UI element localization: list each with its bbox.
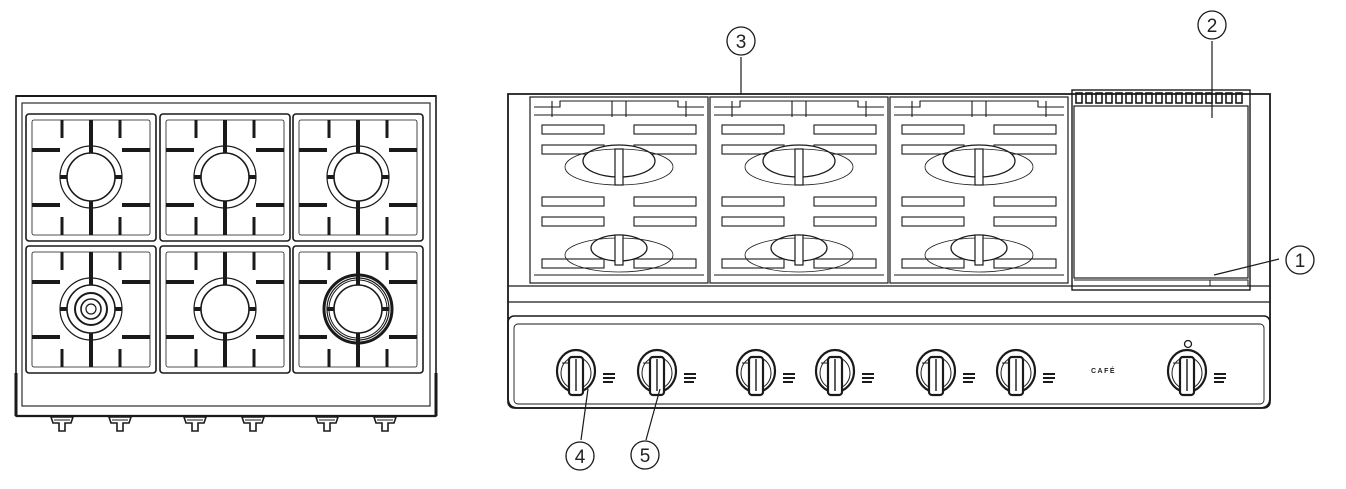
grate-bottom-right — [291, 244, 425, 375]
callout-3: 3 — [726, 26, 756, 94]
power-burner — [322, 273, 394, 345]
griddle-tooth — [1135, 92, 1143, 104]
griddle-tooth — [1095, 92, 1103, 104]
control-knob[interactable] — [636, 348, 698, 397]
griddle-indicator-light — [1183, 339, 1193, 349]
cooktop-front-view: CAFÉ — [507, 89, 1271, 409]
brand-logo: CAFÉ — [1091, 366, 1116, 375]
callout-number: 3 — [736, 32, 747, 53]
callout-number: 4 — [575, 447, 586, 468]
grate-top-right — [291, 112, 425, 243]
control-knob[interactable] — [915, 348, 977, 397]
griddle-tooth — [1215, 92, 1223, 104]
front-grate-3 — [889, 96, 1069, 284]
griddle-tooth — [1165, 92, 1173, 104]
griddle-tooth — [1235, 92, 1243, 104]
griddle-tooth — [1155, 92, 1163, 104]
griddle-control-knob[interactable] — [1166, 348, 1228, 397]
callout-1: 1 — [1213, 245, 1315, 276]
griddle-tooth — [1085, 92, 1093, 104]
front-grate-1 — [529, 96, 709, 284]
griddle-tooth — [1195, 92, 1203, 104]
grate-top-middle — [158, 112, 292, 243]
griddle-tooth — [1075, 92, 1083, 104]
front-grate-2 — [709, 96, 889, 284]
callout-5: 5 — [630, 388, 661, 470]
control-knob[interactable] — [555, 348, 617, 397]
griddle-tooth — [1105, 92, 1113, 104]
griddle-tooth — [1125, 92, 1133, 104]
callout-4: 4 — [565, 388, 595, 471]
grate-top-left — [24, 112, 158, 243]
griddle-tooth — [1145, 92, 1153, 104]
callout-number: 2 — [1207, 16, 1218, 37]
control-knob[interactable] — [995, 348, 1057, 397]
griddle — [1071, 89, 1251, 291]
griddle-tooth — [1175, 92, 1183, 104]
cooktop-top-view — [14, 95, 438, 432]
callout-number: 5 — [640, 446, 651, 467]
top-view-knobs — [50, 416, 397, 432]
grate-bottom-middle — [158, 244, 292, 375]
simmer-burner — [74, 292, 108, 326]
callout-2: 2 — [1197, 10, 1227, 118]
griddle-tooth — [1115, 92, 1123, 104]
griddle-tooth — [1225, 92, 1233, 104]
control-knob[interactable] — [814, 348, 876, 397]
control-knob[interactable] — [735, 348, 797, 397]
callout-number: 1 — [1295, 251, 1306, 272]
griddle-tooth — [1185, 92, 1193, 104]
